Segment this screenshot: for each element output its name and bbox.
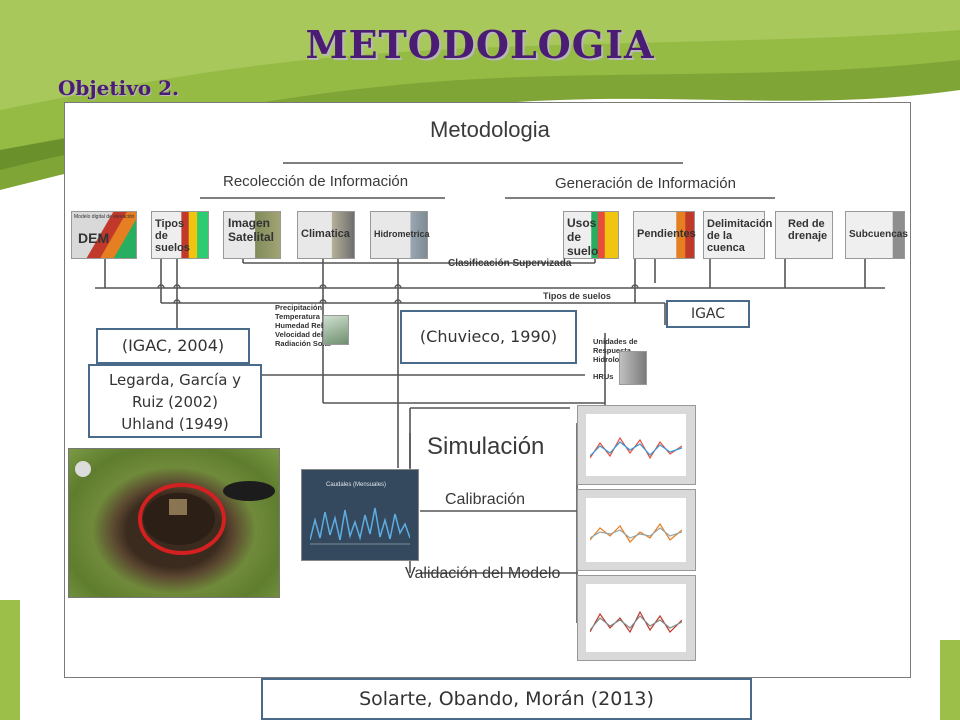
drainage-network-thumbnail: Red de drenaje [775,211,833,259]
watershed-delimitation-thumbnail: Delimitación de la cuenca [703,211,773,259]
soil-sampling-photo-drawing [75,461,275,555]
climate-thumbnail: Climatica [297,211,355,259]
hydrometric-thumbnail: Hidrometrica [370,211,430,259]
branch-right-label: Generación de Información [555,175,736,192]
climate-variable: Precipitación [275,303,323,312]
climate-variable: Velocidad del Viento [275,330,348,339]
citation-uhland: Uhland (1949) [121,415,229,433]
dem-label: DEM [78,230,110,246]
calibration-result-chart [577,489,696,571]
simulation-chart-lines [590,436,682,460]
drainage-network-label: Red de drenaje [788,218,828,242]
climate-variables-list: Precipitación Temperatura Humedad Relati… [275,303,348,348]
flow-chart-series [310,507,410,545]
methodology-diagram-panel: Metodologia Recolección de Información G… [64,102,911,678]
hru-block: Unidades de Respuesta Hidrologica HRUs [593,337,663,381]
land-use-label: Usos de suelo [567,216,599,258]
hru-label: Unidades de Respuesta Hidrologica [593,337,638,364]
climate-variable: Humedad Relativa [275,321,341,330]
citation-legarda-uhland: Legarda, García y Ruiz (2002) Uhland (19… [88,364,262,438]
soil-sampling-photo [68,448,280,598]
satellite-image-label: Imagen Satelital [228,216,275,244]
diagram-heading: Metodologia [430,117,550,142]
climate-variable: Radiación Solar [275,339,332,348]
citation-igac-2004: (IGAC, 2004) [96,328,250,364]
simulation-result-chart [577,405,696,485]
citation-footer: Solarte, Obando, Morán (2013) [261,678,752,720]
land-use-thumbnail: Usos de suelo [563,211,619,259]
diagram-connectors [95,162,885,623]
climate-variable: Temperatura [275,312,320,321]
citation-legarda: Legarda, García y Ruiz (2002) [108,371,242,411]
subbasins-label: Subcuencas [849,229,908,240]
climate-label: Climatica [301,228,350,240]
soil-types-label: Tipos de suelos [155,218,190,254]
stage-validation: Validación del Modelo [405,565,561,582]
slopes-thumbnail: Pendientes [633,211,696,259]
soil-types-line-label: Tipos de suelos [543,291,611,301]
supervised-classification-label: Clasificación Supervizada [448,258,572,269]
branch-left-label: Recolección de Información [223,173,409,190]
citation-igac-top: IGAC [666,300,750,328]
validation-result-chart [577,575,696,661]
climate-icon [323,315,349,345]
dem-thumbnail: Modelo digital de elevación DEM [71,211,137,259]
calibration-chart-lines [590,522,682,543]
hru-map-icon [619,351,647,385]
citation-chuvieco: (Chuvieco, 1990) [400,310,577,364]
hru-abbrev: HRUs [593,372,614,381]
subbasins-thumbnail: Subcuencas [845,211,908,259]
satellite-image-thumbnail: Imagen Satelital [223,211,281,259]
validation-chart-lines [590,610,682,634]
watershed-delimitation-label: Delimitación de la cuenca [707,218,773,254]
stage-calibration: Calibración [445,491,526,508]
slopes-label: Pendientes [637,228,696,240]
slide-subtitle: Objetivo 2. [58,76,180,100]
monthly-flow-chart-title: Caudales (Mensuales) [326,482,387,488]
dem-caption: Modelo digital de elevación [74,214,135,220]
soil-types-thumbnail: Tipos de suelos [151,211,209,259]
highlight-circle [138,483,226,555]
slide-title: METODOLOGIA [305,22,655,67]
hydrometric-label: Hidrometrica [374,229,430,239]
monthly-flow-chart-image: Caudales (Mensuales) [301,469,419,561]
stage-simulation: Simulación [427,433,545,460]
